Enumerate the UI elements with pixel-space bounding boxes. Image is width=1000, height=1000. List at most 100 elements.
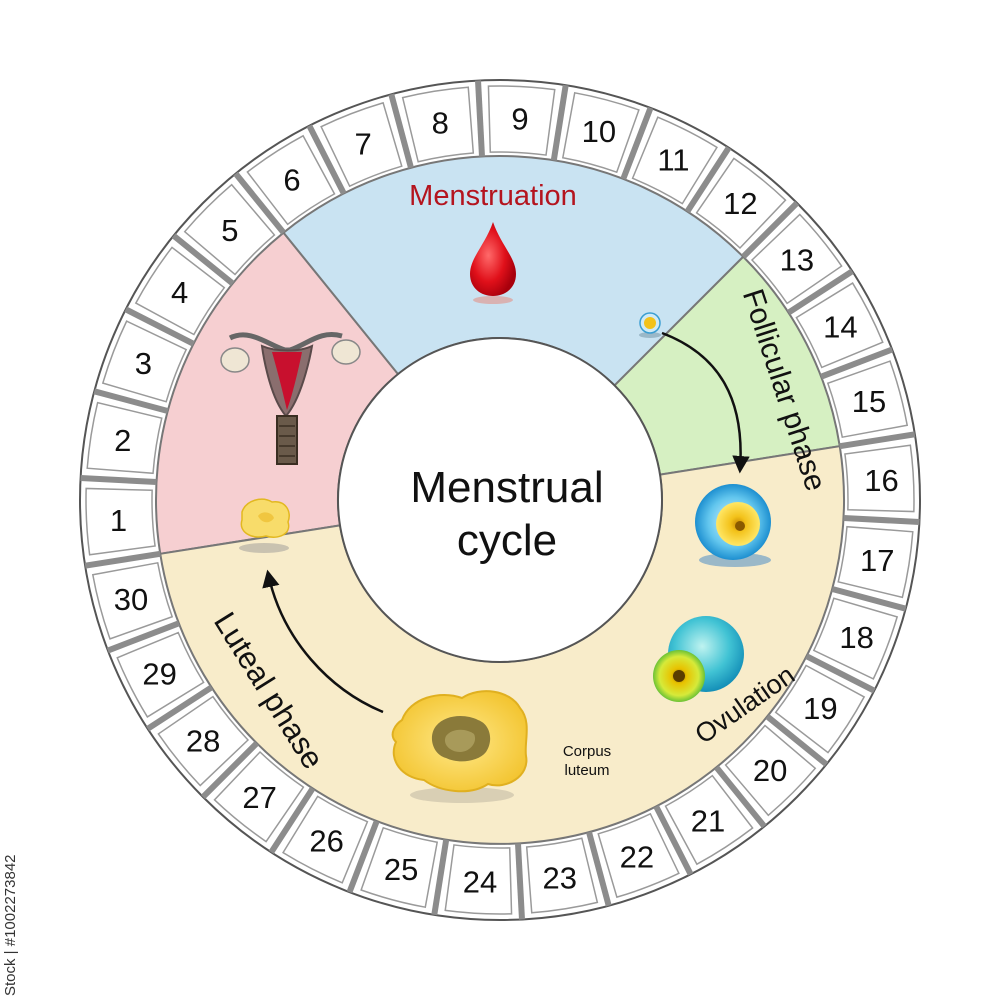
day-label: 8 xyxy=(432,106,449,141)
day-divider xyxy=(741,200,800,259)
side-credit-text: Stock | #1002273842 xyxy=(2,854,19,996)
day-label: 14 xyxy=(823,310,857,345)
corpus-albicans-icon xyxy=(239,498,290,553)
day-cell xyxy=(844,444,915,513)
day-cell xyxy=(597,812,680,899)
day-label: 27 xyxy=(242,780,276,815)
follicular-arrow-icon xyxy=(661,331,750,474)
day-cell xyxy=(320,101,403,188)
day-divider xyxy=(550,84,569,161)
blood-drop-icon xyxy=(470,222,516,304)
day-divider xyxy=(171,233,235,286)
day-label: 7 xyxy=(354,126,371,161)
day-label: 9 xyxy=(511,102,528,137)
day-label: 18 xyxy=(839,620,873,655)
day-label: 16 xyxy=(864,463,898,498)
day-divider xyxy=(80,475,157,485)
day-cell xyxy=(487,85,556,156)
day-label: 1 xyxy=(110,503,127,538)
day-divider xyxy=(306,124,347,195)
day-label: 26 xyxy=(309,823,343,858)
menstruation-label: Menstruation xyxy=(409,180,577,212)
day-divider xyxy=(820,346,894,380)
day-cell xyxy=(444,844,513,915)
day-divider xyxy=(805,653,876,694)
ovulating-follicle-icon xyxy=(653,616,744,702)
day-cell xyxy=(116,631,205,718)
day-divider xyxy=(831,586,907,612)
day-cell xyxy=(91,561,174,640)
day-divider xyxy=(268,786,316,854)
day-divider xyxy=(106,620,180,654)
day-label: 2 xyxy=(114,423,131,458)
day-divider xyxy=(620,106,654,180)
day-label: 15 xyxy=(852,384,886,419)
corpus-luteum-label-line-1: Corpus xyxy=(563,743,611,760)
day-label: 10 xyxy=(582,114,616,149)
day-divider xyxy=(684,146,732,214)
day-divider xyxy=(765,714,829,767)
center-circle xyxy=(337,337,663,663)
day-divider xyxy=(146,684,214,732)
day-cell xyxy=(282,795,369,884)
day-divider xyxy=(839,431,916,450)
egg-cell-icon xyxy=(639,312,661,338)
day-cell xyxy=(134,246,226,336)
day-divider xyxy=(843,515,920,525)
day-divider xyxy=(233,171,286,235)
day-cell xyxy=(360,826,439,909)
day-label: 21 xyxy=(691,803,725,838)
day-divider xyxy=(515,843,525,920)
day-cell xyxy=(213,750,305,843)
day-divider xyxy=(346,820,380,894)
day-cell xyxy=(85,487,156,556)
day-label: 20 xyxy=(753,753,787,788)
day-divider xyxy=(388,93,414,169)
day-cell xyxy=(561,91,640,174)
day-cell xyxy=(812,597,899,680)
day-cell xyxy=(183,183,276,276)
day-label: 22 xyxy=(620,840,654,875)
day-cell xyxy=(774,664,866,754)
day-cell xyxy=(101,320,188,403)
day-label: 30 xyxy=(114,582,148,617)
follicle-icon xyxy=(695,484,771,567)
uterus-icon xyxy=(220,332,361,465)
day-label: 11 xyxy=(657,143,689,178)
day-cell xyxy=(724,724,817,817)
day-divider xyxy=(84,550,161,569)
day-label: 19 xyxy=(803,691,837,726)
day-divider xyxy=(93,388,169,414)
day-cell xyxy=(837,525,914,599)
day-label: 17 xyxy=(860,543,894,578)
day-cell xyxy=(750,213,843,305)
day-cell xyxy=(246,134,336,226)
day-cell xyxy=(86,401,163,475)
day-label: 23 xyxy=(543,860,577,895)
day-divider xyxy=(475,80,485,157)
day-label: 29 xyxy=(142,656,176,691)
day-cell xyxy=(795,282,884,369)
day-label: 4 xyxy=(171,275,188,310)
day-cell xyxy=(695,157,787,250)
day-label: 5 xyxy=(221,213,238,248)
day-divider xyxy=(714,765,767,829)
corpus-luteum-label-line-2: luteum xyxy=(564,762,609,779)
day-label: 28 xyxy=(186,723,220,758)
center-title-line-2: cycle xyxy=(457,516,557,565)
day-divider xyxy=(586,831,612,907)
day-cell xyxy=(631,116,718,205)
day-divider xyxy=(124,306,195,347)
day-cell xyxy=(157,695,250,787)
day-label: 6 xyxy=(283,163,300,198)
day-divider xyxy=(200,741,259,800)
day-divider xyxy=(786,268,854,316)
day-label: 13 xyxy=(780,243,814,278)
day-cell xyxy=(826,360,909,439)
center-title-line-1: Menstrual xyxy=(410,463,603,512)
day-label: 25 xyxy=(384,852,418,887)
day-divider xyxy=(431,839,450,916)
day-divider xyxy=(653,805,694,876)
